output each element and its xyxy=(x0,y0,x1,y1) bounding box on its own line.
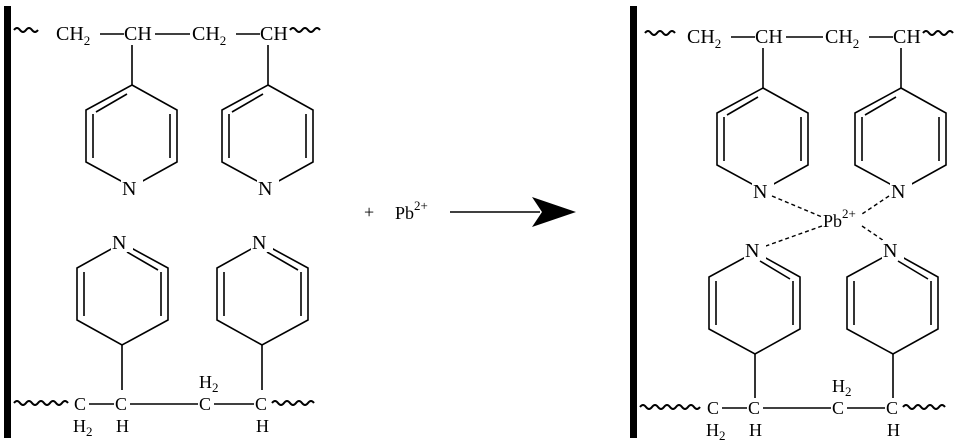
bottom-chain-wavy-end-left xyxy=(639,404,701,410)
bottom-chain-wavy-end-left xyxy=(13,400,69,406)
n-label-bg xyxy=(882,240,904,260)
pyridine-ring: N xyxy=(216,232,309,390)
pyridine-ring: N xyxy=(221,45,314,200)
bond xyxy=(726,96,759,116)
bond xyxy=(897,260,929,280)
pyridine-ring: N xyxy=(716,48,809,203)
top-chain-ch-1: CH xyxy=(124,23,152,45)
pyridine-n: N xyxy=(252,232,266,254)
bottom-chain-h2-top: H2 xyxy=(832,376,852,399)
bottom-chain-h2-top: H2 xyxy=(199,372,219,395)
ring xyxy=(846,251,939,355)
ring xyxy=(716,87,809,191)
pyridine-ring: N xyxy=(76,232,169,390)
pyridine-n: N xyxy=(745,240,759,262)
top-chain-ch-2: CH xyxy=(893,26,921,48)
coordinate-bond xyxy=(762,225,823,248)
pyridine-ring: N xyxy=(846,240,939,398)
top-chain-ch2-2: CH2 xyxy=(825,26,859,51)
ring xyxy=(708,251,801,355)
top-chain-ch-2: CH xyxy=(260,23,288,45)
bond xyxy=(759,260,791,280)
pyridine-ring: N xyxy=(708,240,801,398)
coordinate-bond xyxy=(861,195,890,215)
n-label-bg xyxy=(744,240,766,260)
bottom-chain-c-3: C xyxy=(832,398,844,418)
arrow-head xyxy=(532,197,576,227)
ring xyxy=(216,242,309,346)
pyridine-ring: N xyxy=(85,45,178,200)
top-chain-wavy-end-left xyxy=(13,27,39,33)
bottom-chain-h-2: H xyxy=(256,416,269,436)
reaction-arrow xyxy=(450,197,576,227)
pb-ion: Pb2+ xyxy=(395,198,428,223)
bottom-chain-wavy-end-right xyxy=(902,404,946,410)
bottom-chain-h2-1: H2 xyxy=(73,416,93,439)
bond xyxy=(864,96,897,116)
pb-center: Pb2+ xyxy=(762,195,894,248)
bottom-chain-h-1: H xyxy=(116,416,129,436)
pyridine-n: N xyxy=(258,178,272,200)
n-label-bg xyxy=(121,178,143,198)
top-chain-wavy-end-left xyxy=(644,30,676,36)
bottom-chain-c-2: C xyxy=(748,398,760,418)
pyridine-n: N xyxy=(122,178,136,200)
top-chain-ch-1: CH xyxy=(755,26,783,48)
bottom-chain-c-1: C xyxy=(707,398,719,418)
plus-sign: + xyxy=(364,202,374,222)
pyridine-n: N xyxy=(753,181,767,203)
pyridine-n: N xyxy=(112,232,126,254)
n-label-bg xyxy=(251,232,273,252)
pyridine-n: N xyxy=(891,181,905,203)
right-support-bar xyxy=(630,6,637,438)
bottom-chain-h-1: H xyxy=(749,420,762,440)
n-label-bg xyxy=(257,178,279,198)
top-chain-ch2-1: CH2 xyxy=(56,23,90,48)
top-chain-ch2-2: CH2 xyxy=(192,23,226,48)
bottom-chain-h-2: H xyxy=(887,420,900,440)
bottom-chain-c-4: C xyxy=(886,398,898,418)
pb-ion-bound: Pb2+ xyxy=(823,206,856,231)
bond xyxy=(126,251,159,271)
bottom-chain-c-4: C xyxy=(255,394,267,414)
ring xyxy=(221,84,314,188)
bottom-chain-wavy-end-right xyxy=(271,400,315,406)
top-chain-ch2-1: CH2 xyxy=(687,26,721,51)
ring xyxy=(85,84,178,188)
bond xyxy=(231,93,264,113)
bottom-chain-c-3: C xyxy=(199,394,211,414)
ring xyxy=(854,87,947,191)
pyridine-n: N xyxy=(883,240,897,262)
n-label-bg xyxy=(111,232,133,252)
pyridine-ring: N xyxy=(854,48,947,203)
bond xyxy=(266,251,299,271)
ring xyxy=(76,242,169,346)
product-complex: CH2 CH CH2 CH N N xyxy=(630,6,954,443)
reagent-and-arrow: + Pb2+ xyxy=(364,197,576,227)
n-label-bg xyxy=(890,181,912,201)
left-support-bar xyxy=(4,6,11,438)
bottom-chain-c-2: C xyxy=(115,394,127,414)
top-chain-wavy-end-right xyxy=(289,27,321,33)
reactant-polymer-pair: CH2 CH CH2 CH N N xyxy=(4,6,321,439)
top-chain-wavy-end-right xyxy=(922,30,954,36)
n-label-bg xyxy=(752,181,774,201)
bottom-chain-c-1: C xyxy=(74,394,86,414)
bottom-chain-h2-1: H2 xyxy=(706,420,726,443)
coordinate-bond xyxy=(771,195,823,218)
bond xyxy=(95,93,128,113)
